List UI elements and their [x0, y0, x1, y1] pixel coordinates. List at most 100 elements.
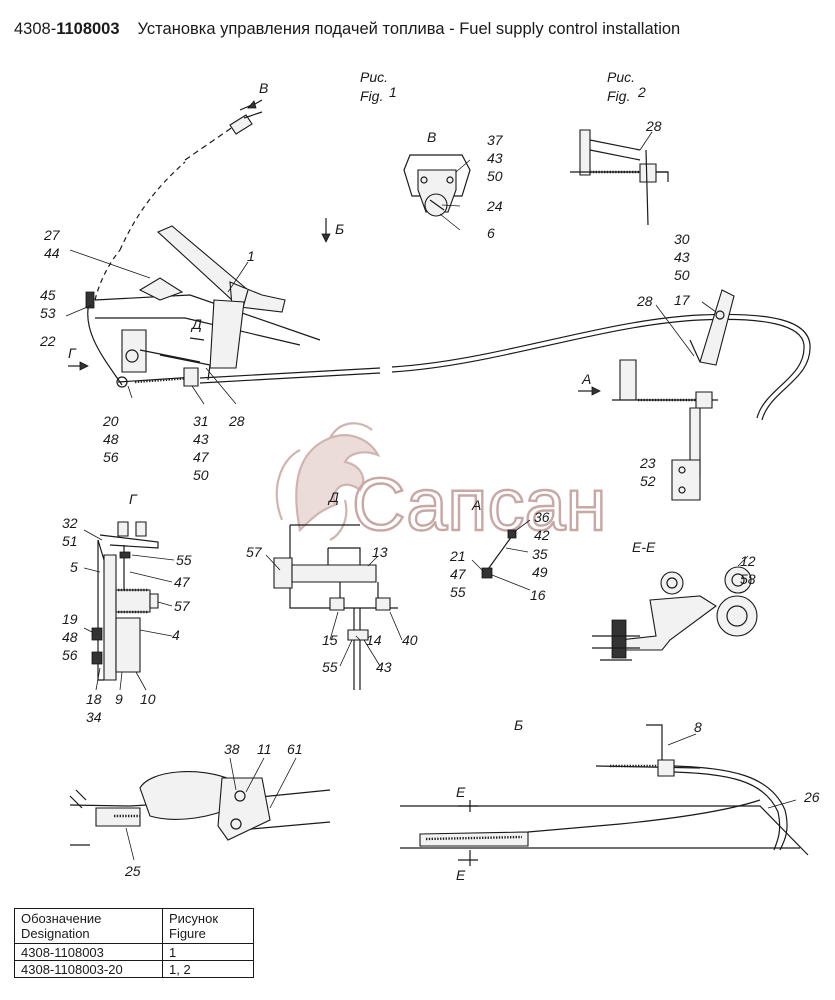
- watermark: Сапсан: [275, 422, 608, 547]
- callout-50-b: 50: [487, 168, 503, 184]
- watermark-text: Сапсан: [352, 463, 607, 546]
- callout-50-r: 50: [674, 267, 690, 283]
- pedal-assembly: [85, 103, 811, 421]
- callout-48: 48: [103, 431, 119, 447]
- callout-18: 18: [86, 691, 102, 707]
- callout-15: 15: [322, 632, 338, 648]
- callout-47: 47: [193, 449, 210, 465]
- view-Bsmall-bottom-right: Б Е Е 8 26: [400, 717, 820, 883]
- callout-55-g: 55: [176, 552, 192, 568]
- callout-40: 40: [402, 632, 418, 648]
- callout-43-r: 43: [674, 249, 690, 265]
- legend-row: 4308-1108003 1: [14, 943, 254, 961]
- section-EE: Е-Е 12 58: [592, 539, 758, 661]
- callout-28b: 28: [636, 293, 653, 309]
- fig1-ru: Рис.: [360, 69, 388, 85]
- callout-51: 51: [62, 533, 78, 549]
- callout-55-a: 55: [450, 584, 466, 600]
- callout-56: 56: [103, 449, 119, 465]
- section-E-bottom: Е: [456, 867, 466, 883]
- legend-row: 4308-1108003-20 1, 2: [14, 960, 254, 978]
- callout-13: 13: [372, 544, 388, 560]
- view-B-detail: В 37 43 50 24 6: [403, 129, 504, 241]
- callout-14: 14: [366, 632, 382, 648]
- callout-44: 44: [44, 245, 60, 261]
- section-E-top: Е: [456, 784, 466, 800]
- callout-34: 34: [86, 709, 102, 725]
- view-A: A 36 42 35 49 21 47 55 16: [449, 497, 550, 603]
- legend-cell: 4308-1108003-20: [14, 960, 163, 978]
- callout-42: 42: [534, 527, 550, 543]
- callout-23: 23: [639, 455, 656, 471]
- callout-47-g: 47: [174, 574, 191, 590]
- callout-16: 16: [530, 587, 546, 603]
- legend-cell: 1, 2: [162, 960, 254, 978]
- callout-25: 25: [124, 863, 141, 879]
- page-header: 4308-1108003 Установка управления подачей…: [14, 20, 680, 39]
- callout-4: 4: [172, 627, 180, 643]
- legend-cell: 4308-1108003: [14, 943, 163, 961]
- falcon-logo: [275, 422, 381, 541]
- view-Bsmall-label-bottom: Б: [514, 717, 523, 733]
- view-B-label: B: [259, 80, 268, 96]
- callout-47-a: 47: [450, 566, 467, 582]
- view-A-label-top: A: [581, 371, 591, 387]
- callout-37: 37: [487, 132, 504, 148]
- view-G-label-top: Г: [68, 345, 77, 361]
- callout-43: 43: [193, 431, 209, 447]
- callout-26: 26: [803, 789, 820, 805]
- callout-58: 58: [740, 571, 756, 587]
- callout-50: 50: [193, 467, 209, 483]
- callout-32: 32: [62, 515, 78, 531]
- callout-5: 5: [70, 559, 78, 575]
- callout-56-g: 56: [62, 647, 78, 663]
- view-D: Д 57 13 15 14 40 55 43: [246, 489, 418, 690]
- callout-24: 24: [486, 198, 503, 214]
- callout-28a: 28: [645, 118, 662, 134]
- callout-53: 53: [40, 305, 56, 321]
- header-code-bold: 1108003: [56, 20, 120, 38]
- fig2-num: 2: [637, 84, 646, 100]
- callout-43-b: 43: [487, 150, 503, 166]
- callout-27: 27: [43, 227, 61, 243]
- section-EE-label: Е-Е: [632, 539, 656, 555]
- header-title: Установка управления подачей топлива - F…: [137, 20, 681, 38]
- fig1-en: Fig.: [360, 88, 383, 104]
- callout-22: 22: [39, 333, 56, 349]
- callout-57-d: 57: [246, 544, 263, 560]
- view-Bsmall-label: Б: [335, 221, 344, 237]
- callout-30: 30: [674, 231, 690, 247]
- callout-6: 6: [487, 225, 495, 241]
- callout-21: 21: [449, 548, 466, 564]
- view-A-label: A: [471, 497, 481, 513]
- callout-20: 20: [102, 413, 119, 429]
- callout-31: 31: [193, 413, 209, 429]
- fig1-num: 1: [389, 84, 397, 100]
- callout-1: 1: [247, 248, 255, 264]
- callout-19: 19: [62, 611, 78, 627]
- callout-12: 12: [740, 553, 756, 569]
- callout-55-d: 55: [322, 659, 338, 675]
- callout-43-d: 43: [376, 659, 392, 675]
- view-G: Г 32 51 55 5 47 57 19 48 56 4 18 34: [62, 491, 192, 725]
- callout-28c: 28: [228, 413, 245, 429]
- fig2-detail: 28: [570, 118, 669, 226]
- callout-61: 61: [287, 741, 303, 757]
- callout-8: 8: [694, 719, 702, 735]
- callout-52: 52: [640, 473, 656, 489]
- callout-38: 38: [224, 741, 240, 757]
- callout-48-g: 48: [62, 629, 78, 645]
- view-D-label: Д: [327, 489, 339, 505]
- right-bracket: 30 43 50 17 28 23 52: [612, 231, 735, 501]
- callout-36: 36: [534, 509, 550, 525]
- header-code-prefix: 4308-: [14, 20, 57, 38]
- legend-cell: 1: [162, 943, 254, 961]
- callout-11: 11: [257, 741, 272, 757]
- callout-49: 49: [532, 564, 548, 580]
- fig2-en: Fig.: [607, 88, 630, 104]
- view-D-label-top: Д: [190, 316, 202, 332]
